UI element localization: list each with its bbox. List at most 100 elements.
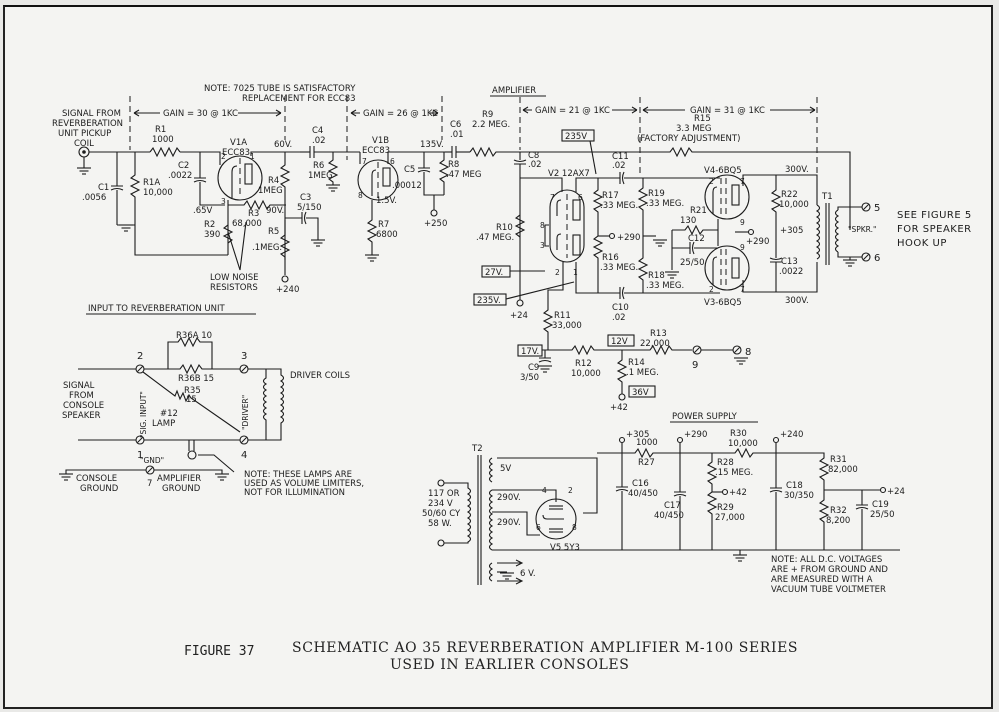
c6-value: .01 bbox=[450, 130, 464, 140]
b-plus-24: +24 bbox=[510, 311, 528, 321]
signal-source-label-3: UNIT PICKUP bbox=[58, 129, 111, 139]
v5-pin4: 4 bbox=[542, 486, 547, 495]
dc-voltage-note-4: VACUUM TUBE VOLTMETER bbox=[771, 585, 886, 595]
tube-note-2: REPLACEMENT FOR ECC83 bbox=[242, 94, 356, 104]
r16-value: .33 MEG. bbox=[600, 263, 638, 273]
v2-pin8: 8 bbox=[540, 221, 545, 230]
ps-b-plus-305: +305 bbox=[626, 430, 649, 440]
v1b-pin6: 6 bbox=[390, 157, 395, 166]
v4-pin2: 2 bbox=[709, 177, 714, 186]
speaker-terminal-5[interactable] bbox=[861, 202, 871, 212]
terminal-4-label: 4 bbox=[241, 450, 248, 461]
r18-label: R18 bbox=[648, 271, 665, 281]
r15-note: (FACTORY ADJUSTMENT) bbox=[637, 134, 740, 144]
c16-value: 40/450 bbox=[628, 489, 658, 499]
gain-stage-2: GAIN = 26 @ 1KC bbox=[363, 109, 438, 119]
r14-value: .1 MEG. bbox=[626, 368, 659, 378]
console-signal-label-4: SPEAKER bbox=[62, 411, 101, 421]
v2-pin3: 3 bbox=[540, 241, 545, 250]
dc-voltage-note-2: ARE + FROM GROUND AND bbox=[771, 565, 888, 575]
ps-b-plus-42: +42 bbox=[729, 488, 747, 498]
c10-label: C10 bbox=[612, 303, 629, 313]
dc-voltage-note-3: ARE MEASURED WITH A bbox=[771, 575, 873, 585]
output-transformer-t1: T1 bbox=[815, 192, 840, 265]
r31-label: R31 bbox=[830, 455, 847, 465]
v2-pin2: 2 bbox=[555, 268, 560, 277]
c3-value: 5/150 bbox=[297, 203, 322, 213]
b-plus-240: +240 bbox=[276, 285, 299, 295]
c5-label: C5 bbox=[404, 165, 415, 175]
c18-label: C18 bbox=[786, 481, 803, 491]
r36b-label: R36B 15 bbox=[178, 374, 214, 384]
voltage-box-27v: 27V. bbox=[485, 268, 503, 278]
terminal-3-label: 3 bbox=[241, 351, 248, 362]
bias-terminal-9[interactable] bbox=[692, 345, 702, 355]
v5-pin6: 6 bbox=[536, 523, 541, 532]
resistor-r1: R1 1000 bbox=[149, 125, 181, 158]
r2-label: R2 bbox=[204, 220, 215, 230]
c13-value: .0022 bbox=[779, 267, 803, 277]
r35-label: R35 bbox=[184, 386, 201, 396]
c10-value: .02 bbox=[612, 313, 626, 323]
r29-label: R29 bbox=[717, 503, 734, 513]
see-figure-note-3: HOOK UP bbox=[897, 238, 947, 249]
tube-v4: V4-6BQ5 2 7 9 bbox=[704, 166, 750, 227]
c11-value: .02 bbox=[612, 161, 626, 171]
r11-value: 33,000 bbox=[552, 321, 582, 331]
r10-value: .47 MEG. bbox=[476, 233, 514, 243]
r21-label: R21 bbox=[690, 206, 707, 216]
driver-terminal-3[interactable] bbox=[239, 364, 249, 374]
c17-label: C17 bbox=[664, 501, 681, 511]
c17-value: 40/450 bbox=[654, 511, 684, 521]
c1-label: C1 bbox=[98, 183, 109, 193]
figure-title: SCHEMATIC AO 35 REVERBERATION AMPLIFIER … bbox=[292, 640, 799, 656]
b-plus-42: +42 bbox=[610, 403, 628, 413]
r3-label: R3 bbox=[248, 209, 259, 219]
b-plus-250: +250 bbox=[424, 219, 447, 229]
r8-label: R8 bbox=[448, 160, 459, 170]
sec-6v-label: 6 V. bbox=[520, 569, 536, 579]
v4-plate-voltage: 300V. bbox=[785, 165, 809, 175]
c11-label: C11 bbox=[612, 152, 629, 162]
v3-pin2: 2 bbox=[709, 285, 714, 294]
c4-value: .02 bbox=[312, 136, 326, 146]
r22-value: 10,000 bbox=[779, 200, 809, 210]
ground-terminal-7[interactable] bbox=[145, 465, 155, 475]
sec-290v-a-label: 290V. bbox=[497, 493, 521, 503]
c8-value: .02 bbox=[528, 160, 542, 170]
sig-input-terminal-2[interactable] bbox=[135, 364, 145, 374]
figure-number: FIGURE 37 bbox=[184, 644, 255, 659]
tube-v5: 4 2 6 8 V5 5Y3 bbox=[535, 486, 580, 553]
r28-value: .15 MEG. bbox=[715, 468, 753, 478]
v1a-label: V1A bbox=[230, 138, 247, 148]
lamp-icon bbox=[187, 450, 197, 460]
b-plus-305-center-tap: +305 bbox=[780, 226, 803, 236]
c13-label: C13 bbox=[781, 257, 798, 267]
v1b-cathode-voltage: 1.5V. bbox=[376, 196, 397, 206]
v1b-type: ECC83 bbox=[362, 146, 390, 156]
r15-value: 3.3 MEG bbox=[676, 124, 712, 134]
driver-terminal-4[interactable] bbox=[239, 435, 249, 445]
terminal-6-label: 6 bbox=[874, 253, 881, 264]
b-plus-290-screens: +290 bbox=[746, 237, 769, 247]
amplifier-ground-label: AMPLIFIER bbox=[157, 474, 201, 484]
r12-value: 10,000 bbox=[571, 369, 601, 379]
driver-label: "DRIVER" bbox=[241, 395, 250, 430]
voltage-box-36v: 36V bbox=[632, 388, 649, 398]
r14-label: R14 bbox=[628, 358, 645, 368]
b-plus-290-driver: +290 bbox=[617, 233, 640, 243]
r28-label: R28 bbox=[717, 458, 734, 468]
lamp-note-2: USED AS VOLUME LIMITERS, bbox=[244, 479, 364, 489]
r22-label: R22 bbox=[781, 190, 798, 200]
speaker-terminal-6[interactable] bbox=[861, 252, 871, 262]
r1-label: R1 bbox=[155, 125, 166, 135]
v4-label: V4-6BQ5 bbox=[704, 166, 742, 176]
terminal-8-label: 8 bbox=[745, 347, 752, 358]
terminal-5-label: 5 bbox=[874, 203, 881, 214]
r6-label: R6 bbox=[313, 161, 324, 171]
gain-stage-1: GAIN = 30 @ 1KC bbox=[163, 109, 238, 119]
console-signal-label: SIGNAL bbox=[63, 381, 95, 391]
bias-terminal-8[interactable] bbox=[732, 345, 742, 355]
c8-label: C8 bbox=[528, 151, 539, 161]
